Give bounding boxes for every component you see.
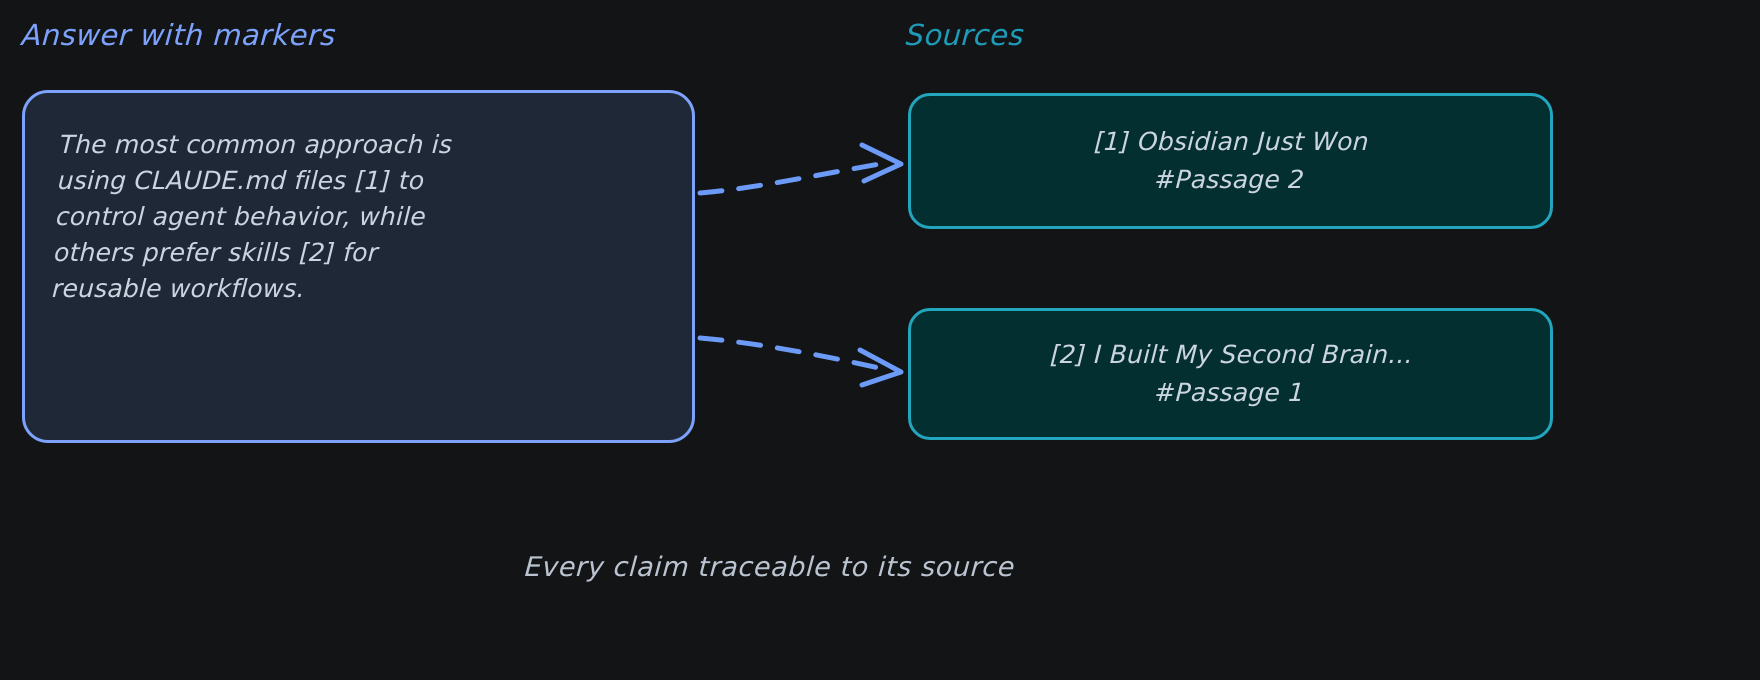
source-box-2[interactable]: [2] I Built My Second Brain... #Passage … bbox=[908, 308, 1553, 440]
source-1-text: [1] Obsidian Just Won #Passage 2 bbox=[1093, 127, 1370, 194]
answer-body-text: The most common approach is using CLAUDE… bbox=[51, 130, 454, 303]
sources-section-label: Sources bbox=[904, 18, 1026, 52]
footer-caption: Every claim traceable to its source bbox=[523, 552, 1017, 583]
source-box-1[interactable]: [1] Obsidian Just Won #Passage 2 bbox=[908, 93, 1553, 229]
connector-arrow-1 bbox=[697, 142, 904, 196]
answer-section-label: Answer with markers bbox=[20, 18, 338, 52]
answer-box[interactable]: The most common approach is using CLAUDE… bbox=[22, 90, 695, 443]
source-2-text: [2] I Built My Second Brain... #Passage … bbox=[1049, 340, 1414, 407]
connector-arrow-2 bbox=[697, 335, 904, 388]
